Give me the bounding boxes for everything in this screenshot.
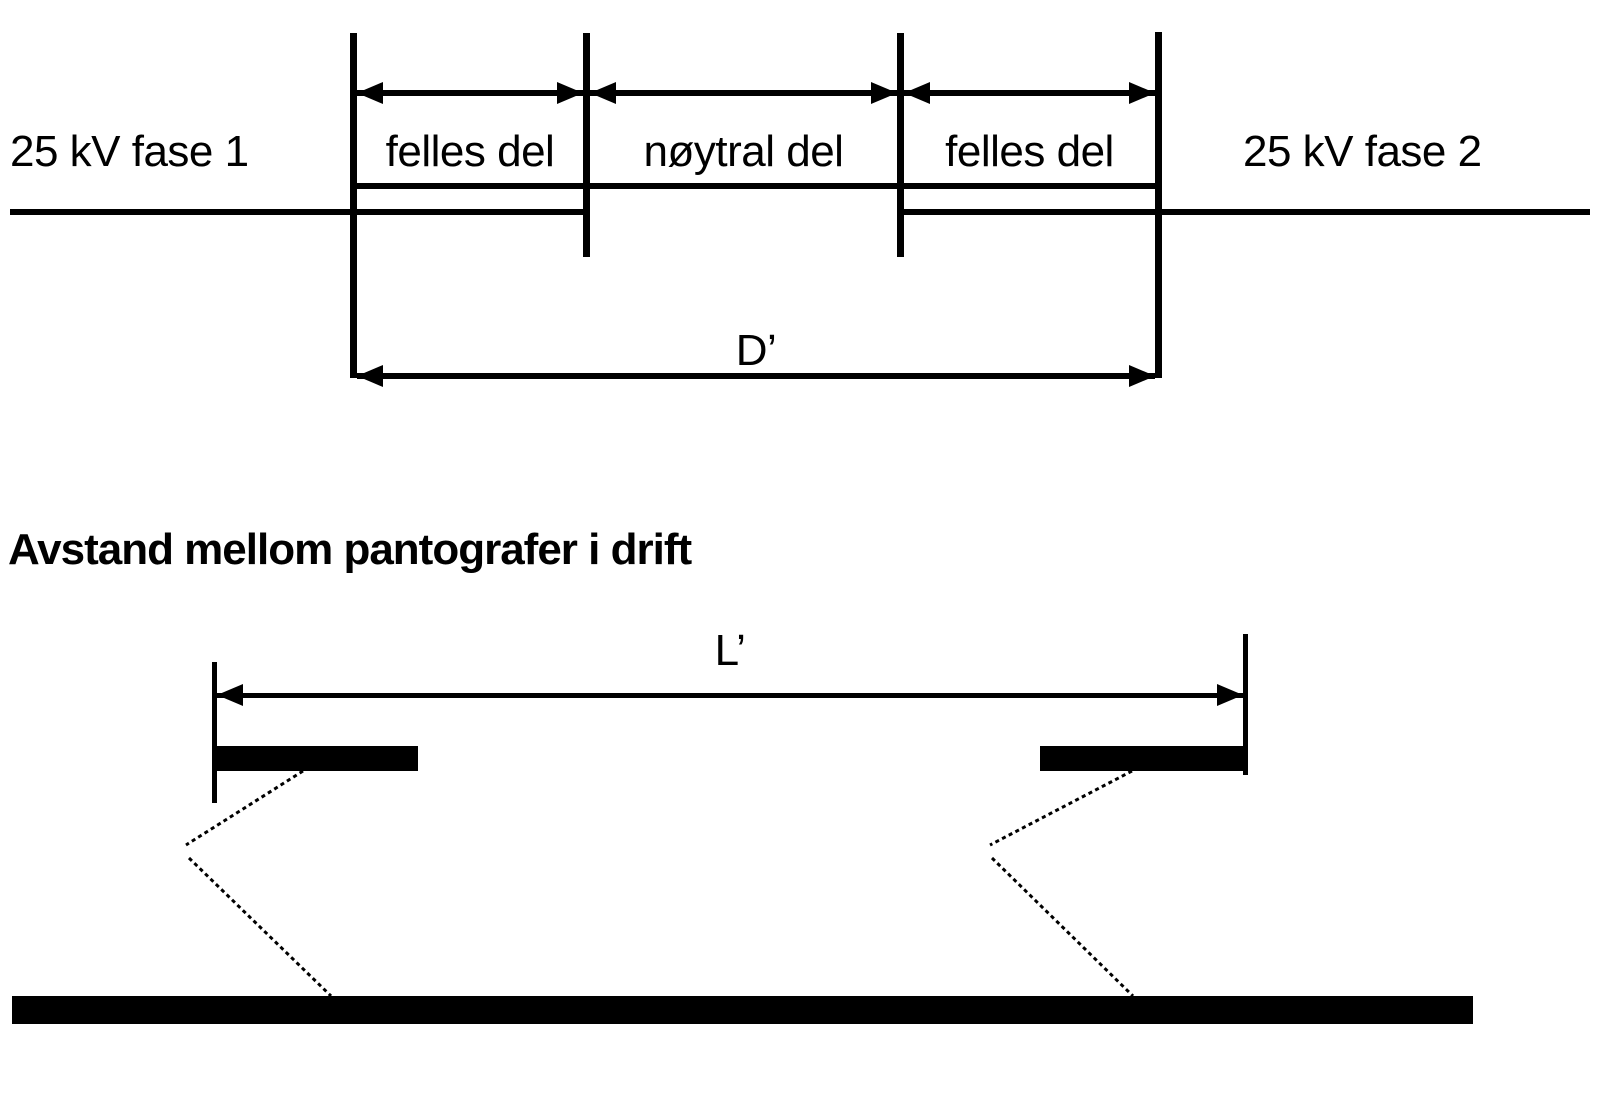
- panto-extension-line-right: [1243, 634, 1248, 775]
- arrowhead-felles-right-end: [1129, 82, 1155, 104]
- phase1-wire: [10, 209, 590, 215]
- pantograph-right-upper-arm: [989, 769, 1133, 847]
- arrowhead-distance-start: [217, 684, 243, 706]
- dim-line-noytral: [590, 90, 897, 96]
- extension-line-inner-left: [583, 33, 590, 257]
- felles-del-right-label: felles del: [945, 127, 1114, 176]
- arrowhead-felles-left-start: [357, 82, 383, 104]
- dim-line-felles-left: [357, 90, 583, 96]
- pantograph-right-lower-arm: [990, 856, 1135, 998]
- phase2-wire: [897, 209, 1590, 215]
- felles-del-left-label: felles del: [385, 127, 555, 176]
- arrowhead-felles-left-end: [557, 82, 583, 104]
- noytral-del-label: nøytral del: [643, 127, 844, 176]
- panto-extension-line-left: [212, 662, 217, 803]
- pantograph-head-left: [212, 746, 418, 771]
- total-dimension-label: D’: [735, 326, 777, 375]
- pantograph-left-upper-arm: [185, 769, 304, 847]
- neutral-section-wire: [350, 183, 1162, 189]
- extension-line-outer-left: [350, 33, 357, 378]
- dim-line-distance: [217, 693, 1243, 698]
- pantograph-left-lower-arm: [187, 856, 333, 998]
- dim-line-total: [357, 373, 1155, 379]
- arrowhead-total-start: [357, 365, 383, 387]
- extension-line-inner-right: [897, 33, 904, 257]
- arrowhead-noytral-end: [871, 82, 897, 104]
- arrowhead-felles-right-start: [904, 82, 930, 104]
- phase1-label: 25 kV fase 1: [10, 127, 249, 176]
- extension-line-outer-right: [1155, 32, 1162, 378]
- arrowhead-total-end: [1129, 365, 1155, 387]
- dim-line-felles-right: [904, 90, 1155, 96]
- arrowhead-noytral-start: [590, 82, 616, 104]
- rail-line: [12, 996, 1473, 1024]
- pantograph-head-right: [1040, 746, 1247, 771]
- section-heading: Avstand mellom pantografer i drift: [8, 525, 692, 574]
- arrowhead-distance-end: [1217, 684, 1243, 706]
- phase2-label: 25 kV fase 2: [1243, 127, 1482, 176]
- distance-dimension-label: L’: [714, 626, 746, 675]
